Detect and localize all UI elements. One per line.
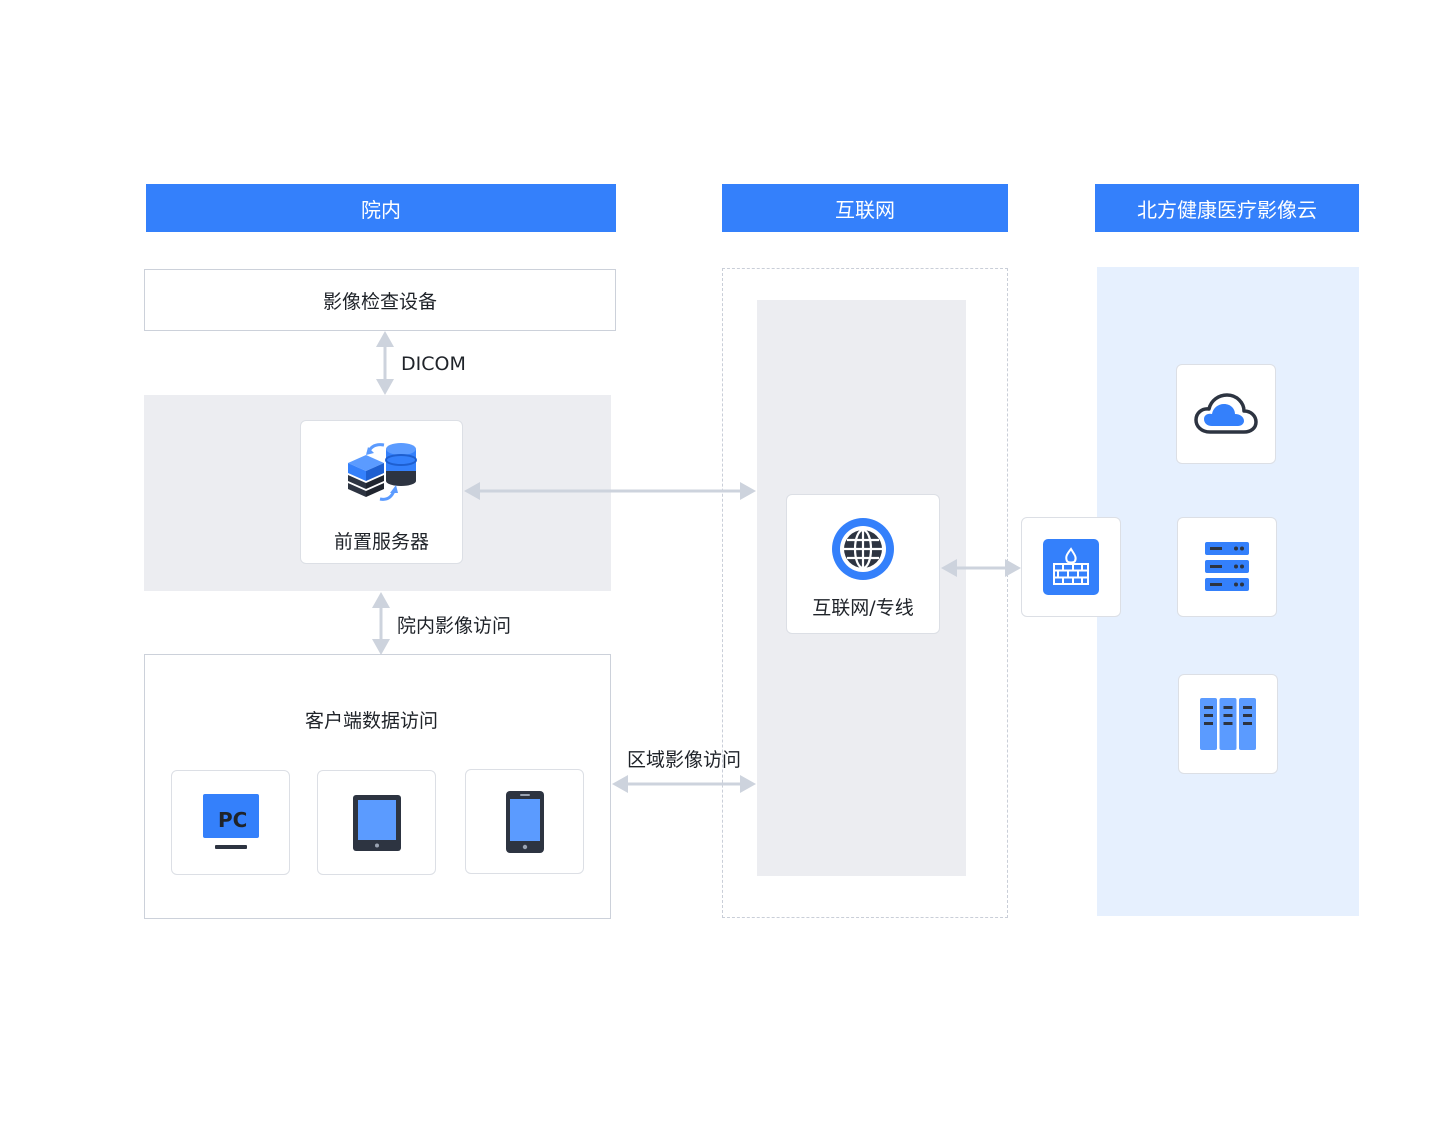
server-rack-icon — [1205, 542, 1249, 591]
client-access-label: 客户端数据访问 — [305, 710, 439, 732]
pc-monitor-icon — [202, 793, 259, 849]
imaging-device-box: 影像检查设备 — [144, 269, 616, 331]
cloud-icon — [1194, 393, 1258, 434]
globe-icon — [832, 518, 894, 580]
dicom-arrowhead-up — [376, 331, 394, 347]
tablet-icon — [352, 794, 401, 851]
storage-cabinet-card — [1178, 674, 1278, 774]
server-arrowhead-right — [740, 482, 756, 500]
regional-arrowhead-right — [740, 775, 756, 793]
column-header-internet: 互联网 — [722, 184, 1008, 232]
phone-device-card — [465, 769, 584, 874]
firewall-arrowhead-right — [1005, 559, 1021, 577]
imaging-device-label: 影像检查设备 — [322, 290, 437, 313]
internet-line-label: 互联网/专线 — [812, 597, 914, 619]
column-header-cloud: 北方健康医疗影像云 — [1095, 184, 1359, 232]
internet-line-card: 互联网/专线 — [786, 494, 940, 634]
internal-access-label: 院内影像访问 — [397, 615, 512, 637]
server-sync-icon — [347, 443, 417, 501]
column-header-hospital: 院内 — [146, 184, 616, 232]
pc-device-card: PC — [171, 770, 290, 875]
firewall-arrowhead-left — [941, 559, 957, 577]
dicom-arrowhead-down — [376, 379, 394, 395]
cloud-service-card — [1176, 364, 1276, 464]
server-arrowhead-left — [464, 482, 480, 500]
tablet-device-card — [317, 770, 436, 875]
client-access-box: 客户端数据访问 — [144, 654, 611, 919]
phone-icon — [505, 790, 544, 853]
front-server-card: 前置服务器 — [300, 420, 463, 564]
front-server-label: 前置服务器 — [333, 531, 429, 553]
regional-access-label: 区域影像访问 — [627, 749, 742, 771]
dicom-label: DICOM — [401, 353, 466, 375]
firewall-card — [1021, 517, 1121, 617]
pc-text: PC — [218, 808, 248, 832]
storage-cabinet-icon — [1200, 698, 1256, 750]
firewall-icon — [1043, 539, 1099, 595]
internal-arrowhead-up — [372, 592, 390, 608]
regional-arrowhead-left — [612, 775, 628, 793]
internet-zone — [722, 268, 1008, 918]
server-rack-card — [1177, 517, 1277, 617]
internal-arrowhead-down — [372, 639, 390, 655]
